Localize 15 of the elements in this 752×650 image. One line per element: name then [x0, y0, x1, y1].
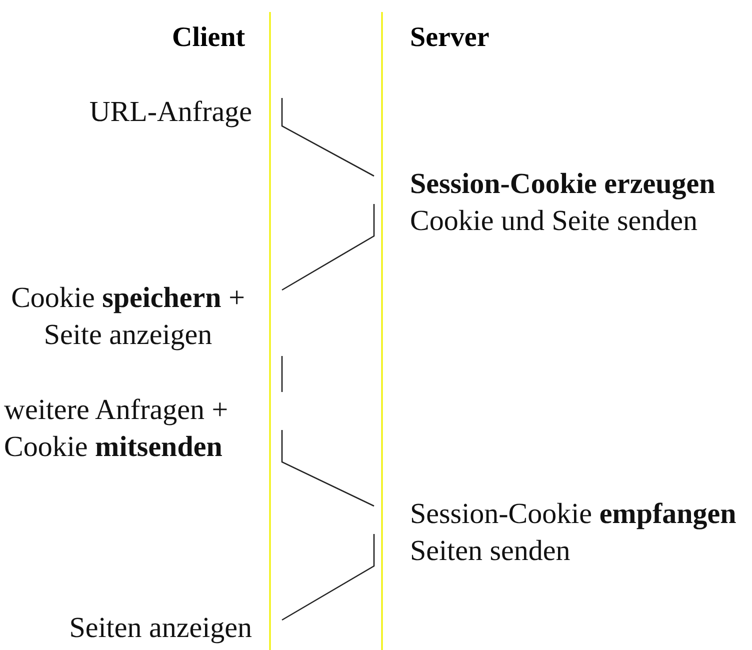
step-text: URL-Anfrage [88, 95, 252, 130]
step-text: Session-Cookie erzeugen [410, 167, 716, 202]
message-line [281, 430, 374, 507]
step-text: Cookie speichern + Seite anzeigen [10, 281, 246, 353]
column-heading: Client [172, 22, 246, 54]
step-text: Cookie und Seite senden [410, 204, 699, 239]
message-line [282, 534, 375, 621]
column-heading: Server [410, 22, 490, 54]
step-text: Session-Cookie empfangen [410, 497, 738, 532]
step-text: Seiten senden [410, 534, 572, 569]
message-line [281, 356, 283, 392]
step-text: Seiten anzeigen [68, 611, 252, 646]
message-line [282, 204, 375, 291]
step-text: weitere Anfragen + Cookie mitsenden [4, 393, 230, 465]
message-line [281, 98, 374, 177]
